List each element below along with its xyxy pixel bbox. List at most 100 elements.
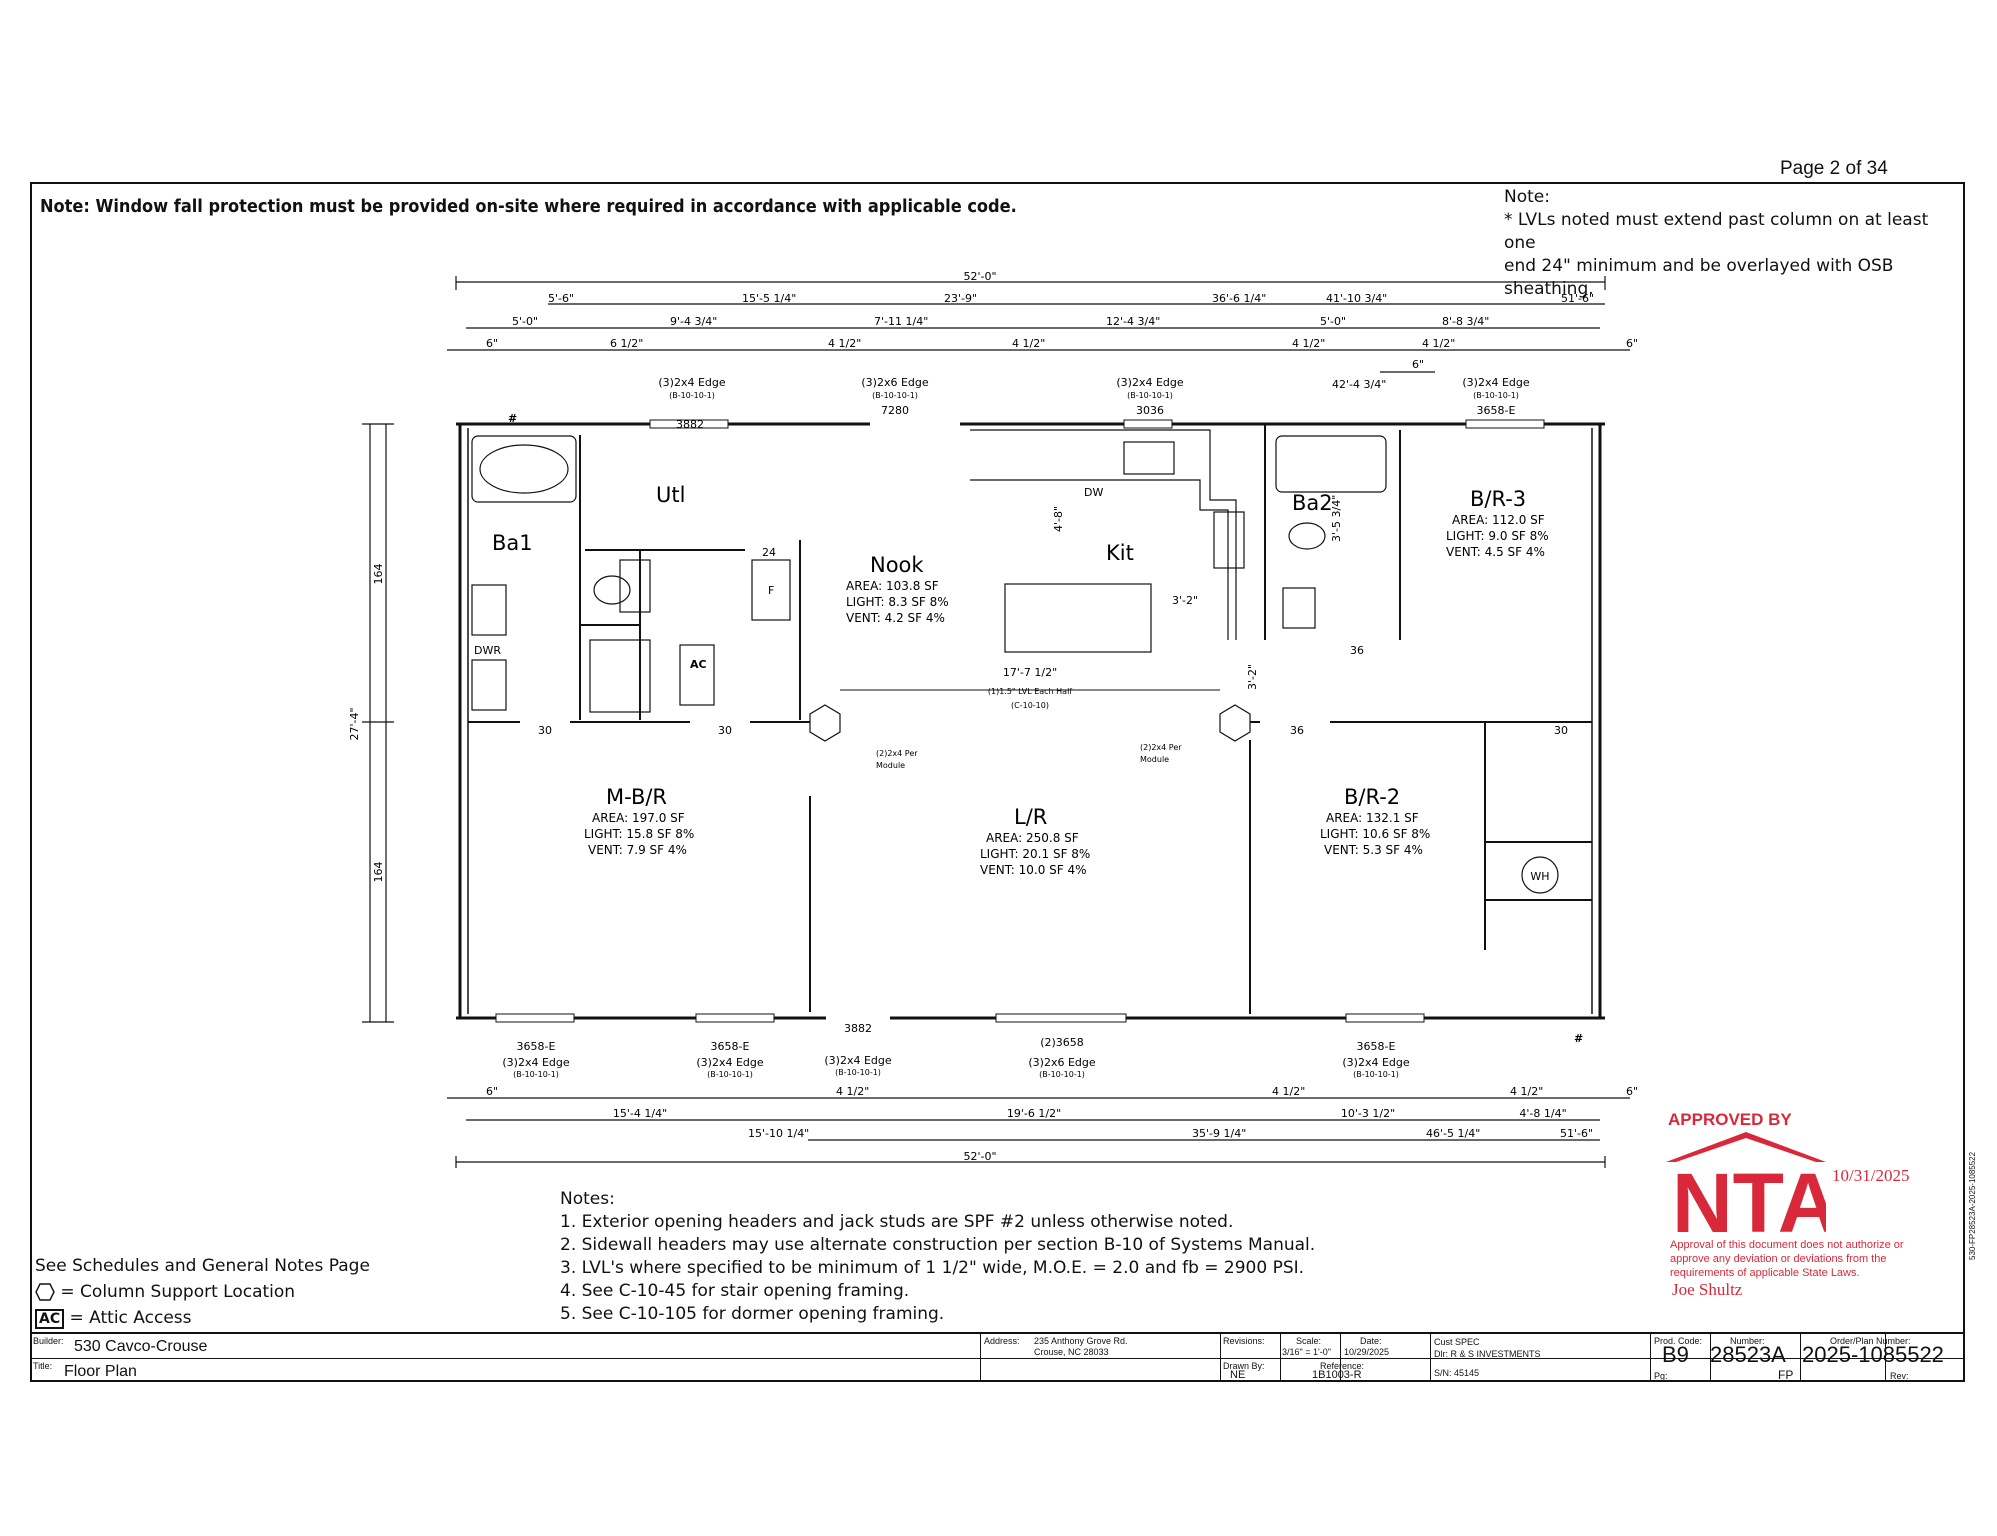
dim-top-d1: 5'-6" bbox=[548, 292, 574, 305]
revisions-label: Revisions: bbox=[1223, 1336, 1265, 1346]
room-ba1: Ba1 bbox=[492, 531, 533, 555]
dim-top-f7: 6" bbox=[1626, 337, 1638, 350]
page-number: Page 2 of 34 bbox=[1780, 158, 1888, 179]
top-opening-2-size: 7280 bbox=[881, 404, 909, 417]
bottom-opening-4-size: (2)3658 bbox=[1040, 1036, 1084, 1049]
bottom-opening-4-header: (3)2x6 Edge bbox=[1028, 1056, 1096, 1069]
dim-top-f5: 4 1/2" bbox=[1292, 337, 1325, 350]
dim-top-e3: 7'-11 1/4" bbox=[874, 315, 928, 328]
ba2-dim: 3'-5 3/4" bbox=[1330, 495, 1343, 542]
br3-area: AREA: 112.0 SF bbox=[1452, 513, 1545, 527]
bottom-opening-5-ref: (B-10-10-1) bbox=[1353, 1070, 1399, 1079]
drawn-by: NE bbox=[1230, 1369, 1246, 1381]
dim-top-d3: 23'-9" bbox=[944, 292, 977, 305]
post-right-label-2: Module bbox=[1140, 755, 1169, 764]
kitchen-dim: 4'-8" bbox=[1052, 506, 1065, 532]
dim-top-f2: 6 1/2" bbox=[610, 337, 643, 350]
plan-number: 28523A bbox=[1710, 1342, 1786, 1367]
top-opening-1-size: 3882 bbox=[676, 418, 704, 431]
dim-top-f3: 4 1/2" bbox=[828, 337, 861, 350]
dim-bottom-c2: 35'-9 1/4" bbox=[1192, 1127, 1246, 1140]
dim-top-overall: 52'-0" bbox=[963, 270, 996, 283]
beam-ref: (C-10-10) bbox=[1011, 701, 1049, 710]
legend-attic-text: = Attic Access bbox=[69, 1308, 192, 1328]
page-code: FP bbox=[1778, 1368, 1794, 1382]
door-36-a: 36 bbox=[1290, 724, 1304, 737]
lr-area: AREA: 250.8 SF bbox=[986, 831, 1079, 845]
prod-code-label: Prod. Code: bbox=[1654, 1336, 1703, 1346]
top-opening-3-size: 3036 bbox=[1136, 404, 1164, 417]
room-nook: Nook bbox=[870, 553, 924, 577]
top-opening-1-header: (3)2x4 Edge bbox=[658, 376, 726, 389]
top-opening-3-header: (3)2x4 Edge bbox=[1116, 376, 1184, 389]
legend: See Schedules and General Notes Page = C… bbox=[35, 1253, 370, 1331]
legend-column-row: = Column Support Location bbox=[35, 1279, 370, 1305]
nook-light: LIGHT: 8.3 SF 8% bbox=[846, 595, 949, 609]
bottom-opening-5-size: 3658-E bbox=[1357, 1040, 1396, 1053]
dim-top-d5: 41'-10 3/4" bbox=[1326, 292, 1387, 305]
bottom-opening-4-ref: (B-10-10-1) bbox=[1039, 1070, 1085, 1079]
drawn-by-label: Drawn By: bbox=[1223, 1361, 1265, 1371]
door-36-b: 36 bbox=[1350, 644, 1364, 657]
dim-bottom-overall: 52'-0" bbox=[963, 1150, 996, 1163]
scale-value: 3/16" = 1'-0" bbox=[1282, 1347, 1331, 1357]
bottom-opening-5-header: (3)2x4 Edge bbox=[1342, 1056, 1410, 1069]
lvl-note-line2: end 24" minimum and be overlayed with OS… bbox=[1504, 256, 1894, 299]
date-label: Date: bbox=[1360, 1336, 1382, 1346]
mbr-vent: VENT: 7.9 SF 4% bbox=[588, 843, 687, 857]
note-item: 2. Sidewall headers may use alternate co… bbox=[560, 1235, 1316, 1255]
drawing-frame bbox=[30, 182, 1965, 1382]
room-kit: Kit bbox=[1106, 541, 1134, 565]
top-opening-1-ref: (B-10-10-1) bbox=[669, 391, 715, 400]
window-fall-note: Note: Window fall protection must be pro… bbox=[40, 196, 1017, 217]
post-left-label-2: Module bbox=[876, 761, 905, 770]
beam-spec: (1)1.5" LVL Each Half bbox=[988, 687, 1072, 696]
legend-attic-row: AC = Attic Access bbox=[35, 1305, 370, 1331]
drawing-title: Floor Plan bbox=[64, 1363, 137, 1380]
dim-top-g1: 6" bbox=[1412, 358, 1424, 371]
mbr-area: AREA: 197.0 SF bbox=[592, 811, 685, 825]
dim-bottom-b4: 4'-8 1/4" bbox=[1519, 1107, 1566, 1120]
dim-top-e6: 8'-8 3/4" bbox=[1442, 315, 1489, 328]
dim-top-f6: 4 1/2" bbox=[1422, 337, 1455, 350]
dim-top-g2: 42'-4 3/4" bbox=[1332, 378, 1386, 391]
note-item: 5. See C-10-105 for dormer opening frami… bbox=[560, 1304, 945, 1324]
serial-number: S/N: 45145 bbox=[1434, 1368, 1480, 1378]
address-line1: 235 Anthony Grove Rd. bbox=[1034, 1336, 1128, 1346]
bottom-opening-3-ref: (B-10-10-1) bbox=[835, 1068, 881, 1077]
beam-span: 17'-7 1/2" bbox=[1003, 666, 1057, 679]
lr-wall-dim: 3'-2" bbox=[1246, 664, 1259, 690]
attic-access-icon: AC bbox=[690, 658, 707, 671]
revision-label: Rev: bbox=[1890, 1371, 1909, 1381]
br3-light: LIGHT: 9.0 SF 8% bbox=[1446, 529, 1549, 543]
notes-heading: Notes: bbox=[560, 1189, 615, 1209]
room-ba2: Ba2 bbox=[1292, 491, 1333, 515]
dim-top-d4: 36'-6 1/4" bbox=[1212, 292, 1266, 305]
dim-top-f1: 6" bbox=[486, 337, 498, 350]
lvl-note-heading: Note: bbox=[1504, 187, 1550, 207]
side-identifier: 530-FP28523A-2025-1085522 bbox=[1968, 1151, 1977, 1260]
dim-top-e5: 5'-0" bbox=[1320, 315, 1346, 328]
lvl-note-line1: * LVLs noted must extend past column on … bbox=[1504, 210, 1929, 253]
dim-left-lower: 164 bbox=[372, 862, 385, 883]
kitchen-clearance: 3'-2" bbox=[1172, 594, 1198, 607]
dim-bottom-a3: 4 1/2" bbox=[1272, 1085, 1305, 1098]
freezer-label: F bbox=[768, 584, 774, 597]
note-item: 1. Exterior opening headers and jack stu… bbox=[560, 1212, 1234, 1232]
customer: Cust SPEC bbox=[1434, 1337, 1480, 1347]
nta-logo-text: NTA bbox=[1672, 1156, 1826, 1236]
br3-vent: VENT: 4.5 SF 4% bbox=[1446, 545, 1545, 559]
dim-top-e1: 5'-0" bbox=[512, 315, 538, 328]
dim-bottom-b3: 10'-3 1/2" bbox=[1341, 1107, 1395, 1120]
top-opening-3-ref: (B-10-10-1) bbox=[1127, 391, 1173, 400]
legend-schedules: See Schedules and General Notes Page bbox=[35, 1256, 370, 1276]
bottom-opening-2-ref: (B-10-10-1) bbox=[707, 1070, 753, 1079]
approval-date: 10/31/2025 bbox=[1832, 1166, 1910, 1185]
builder-name: 530 Cavco-Crouse bbox=[74, 1338, 208, 1355]
bottom-opening-1-ref: (B-10-10-1) bbox=[513, 1070, 559, 1079]
dwr-label: DWR bbox=[474, 644, 501, 657]
general-notes: Notes: 1. Exterior opening headers and j… bbox=[560, 1188, 1315, 1326]
post-left-label: (2)2x4 Per bbox=[876, 749, 918, 758]
dim-left-upper: 164 bbox=[372, 564, 385, 585]
